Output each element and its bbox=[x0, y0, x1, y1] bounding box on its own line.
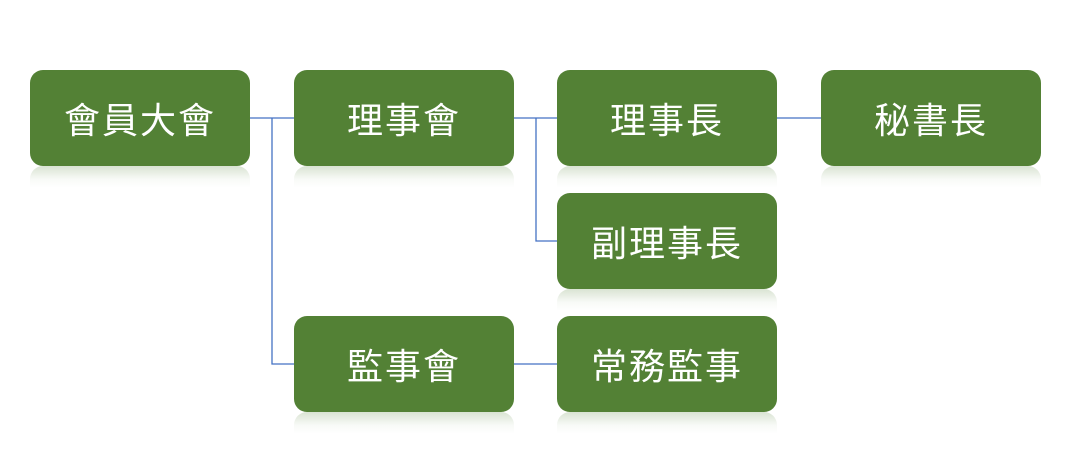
edge-board-to-vice bbox=[535, 118, 557, 242]
node-label: 副理事長 bbox=[590, 224, 743, 265]
node-reflection bbox=[294, 166, 514, 188]
node-label: 會員大會 bbox=[63, 101, 216, 142]
node-reflection bbox=[821, 166, 1041, 188]
node-standing-supervisor: 常務監事 bbox=[557, 316, 777, 412]
node-reflection bbox=[557, 166, 777, 188]
node-reflection bbox=[557, 289, 777, 311]
node-board-of-directors: 理事會 bbox=[294, 70, 514, 166]
node-reflection bbox=[557, 412, 777, 434]
node-label: 理事長 bbox=[609, 101, 724, 142]
node-board-of-supervisors: 監事會 bbox=[294, 316, 514, 412]
node-general-assembly: 會員大會 bbox=[30, 70, 250, 166]
node-reflection bbox=[294, 412, 514, 434]
node-label: 監事會 bbox=[346, 347, 461, 388]
node-reflection bbox=[30, 166, 250, 188]
node-chairman: 理事長 bbox=[557, 70, 777, 166]
node-vice-chairman: 副理事長 bbox=[557, 193, 777, 289]
node-label: 常務監事 bbox=[590, 347, 743, 388]
edge-general-to-supervisors bbox=[271, 118, 294, 365]
node-secretary: 秘書長 bbox=[821, 70, 1041, 166]
node-label: 秘書長 bbox=[873, 101, 988, 142]
node-label: 理事會 bbox=[346, 101, 461, 142]
